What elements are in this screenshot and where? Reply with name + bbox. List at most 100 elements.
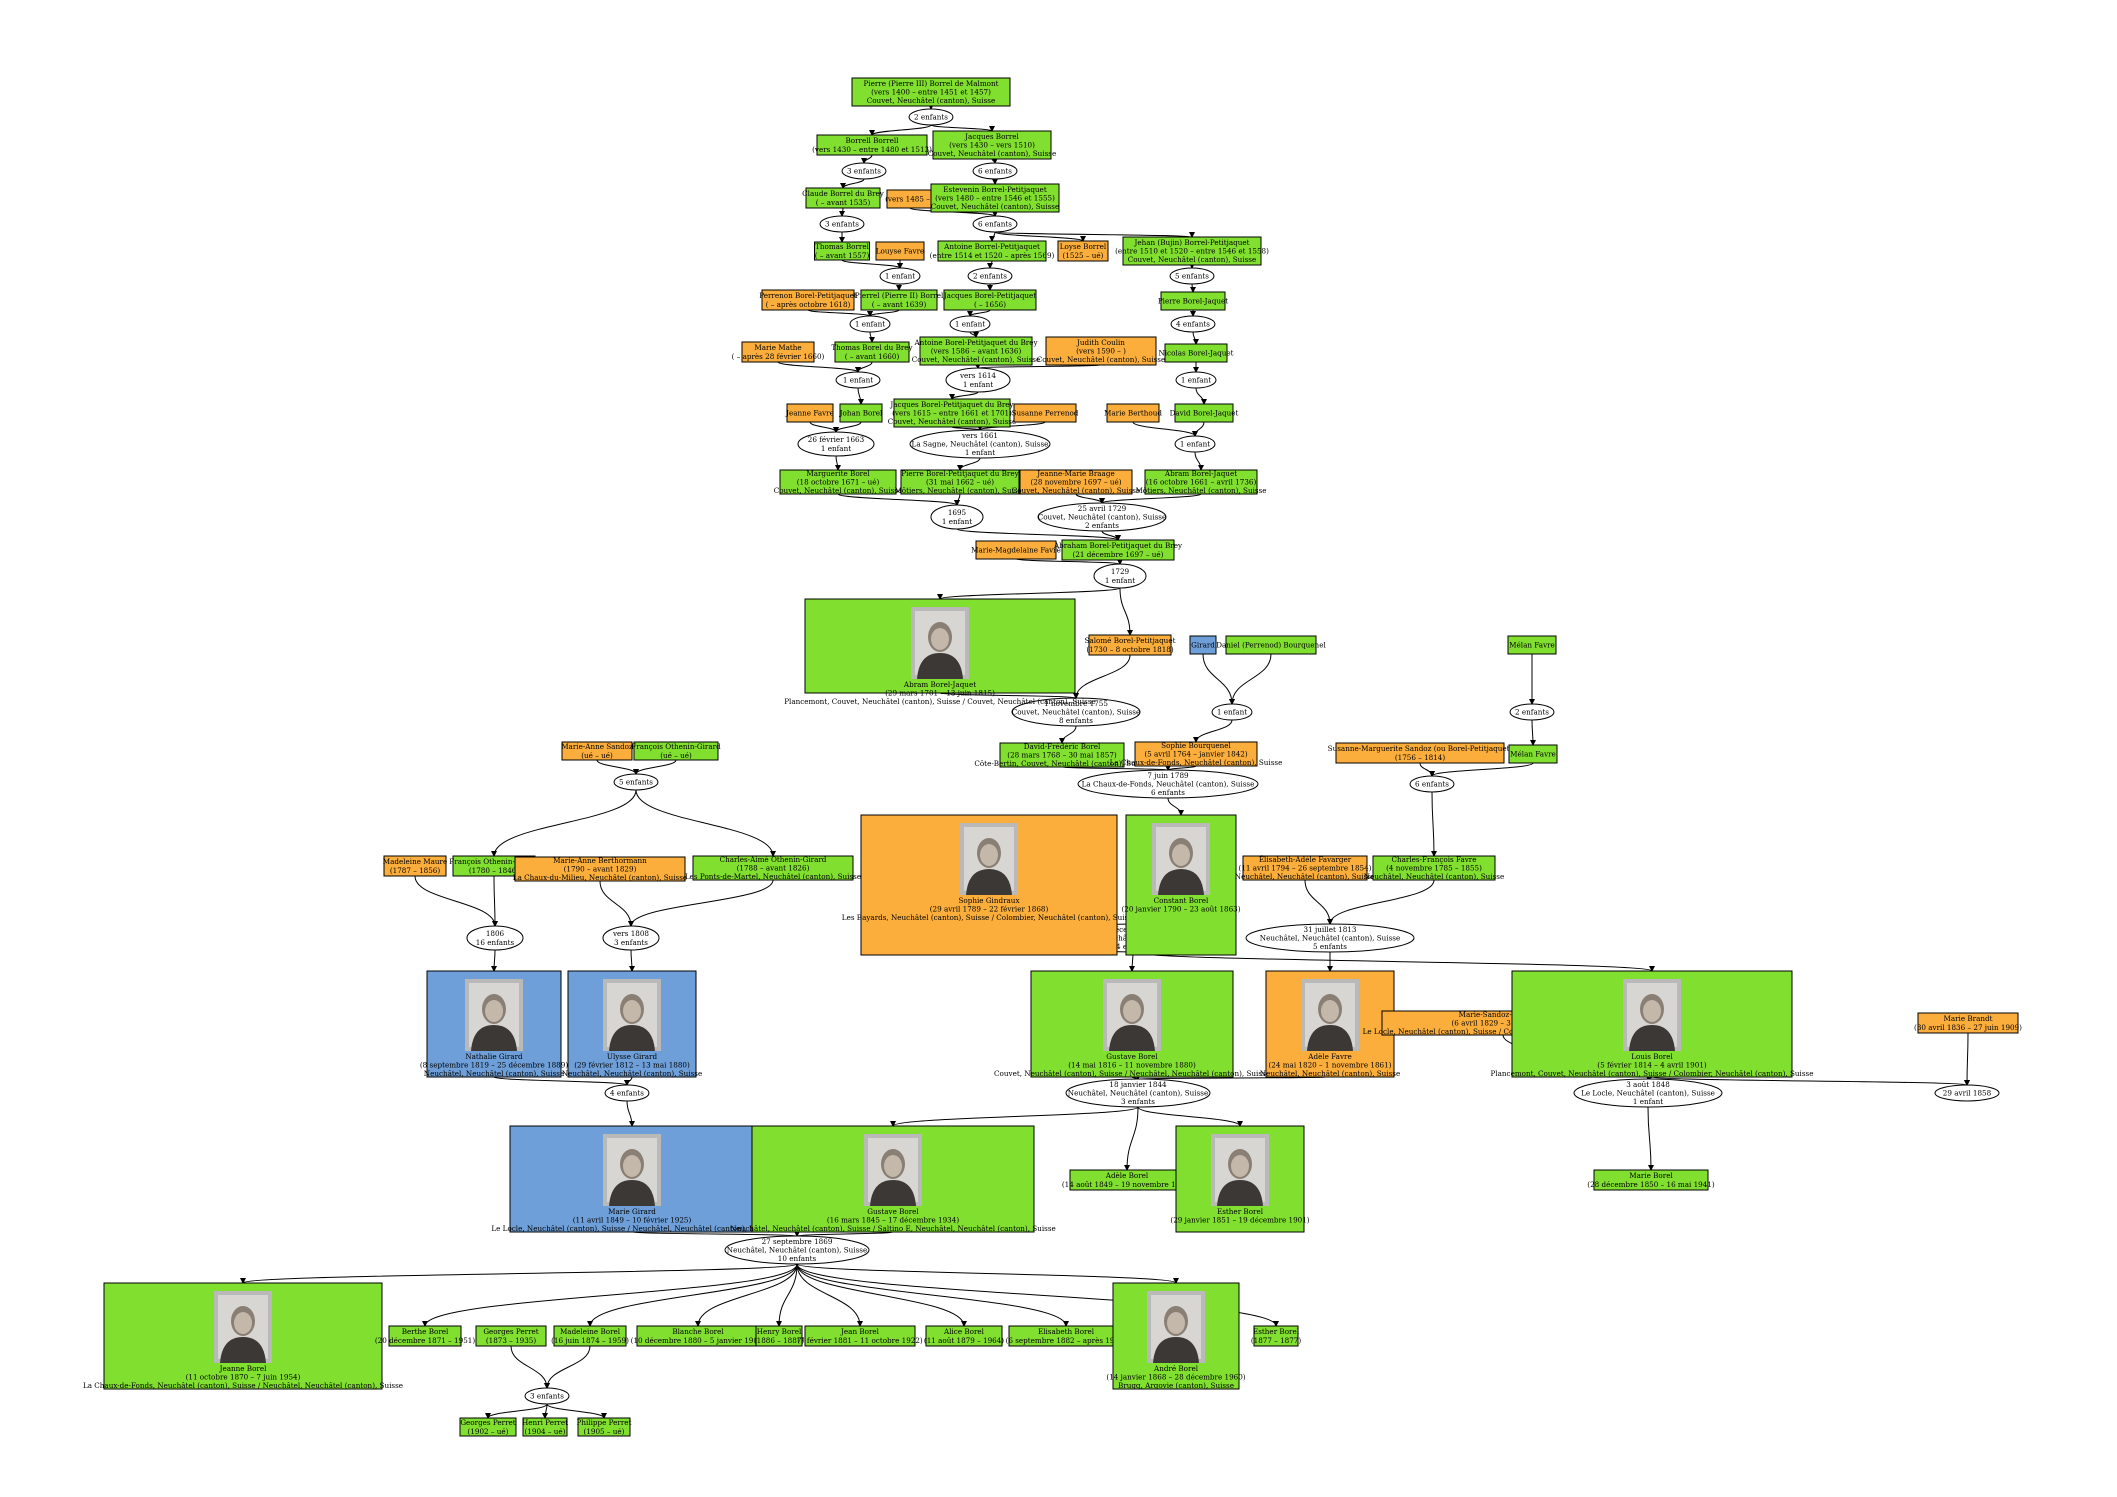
person-node[interactable]: Pierre (Pierre III) Borrel de Malmont(ve…	[851, 77, 1011, 107]
person-node[interactable]: Louis Borel(5 février 1814 – 4 avril 190…	[1491, 970, 1814, 1078]
person-node[interactable]: Jacques Borel-Petitjaquet du Brey(vers 1…	[888, 398, 1017, 428]
family-node[interactable]: 5 enfants	[613, 773, 659, 791]
person-node[interactable]: Berthe Borel(20 décembre 1871 – 1951)	[375, 1325, 476, 1347]
person-node[interactable]: David-Frédéric Borel(28 mars 1768 – 30 m…	[974, 742, 1149, 768]
person-node[interactable]: Claude Borrel du Brey( – avant 1535)	[802, 187, 885, 209]
person-node[interactable]: Jeanne-Marie Braage(28 novembre 1697 – u…	[1012, 469, 1141, 495]
person-node[interactable]: Marguerite Borel(18 octobre 1671 – ué)Co…	[774, 469, 903, 495]
family-node[interactable]: 5 enfants	[1169, 267, 1215, 285]
family-node[interactable]: 6 enfants	[972, 215, 1018, 233]
family-node[interactable]: 1 enfant	[1211, 703, 1253, 721]
person-node[interactable]: Susanne-Marguerite Sandoz (ou Borel-Peti…	[1328, 742, 1513, 764]
person-node[interactable]: Esther Borel(1877 – 1877)	[1251, 1325, 1302, 1347]
person-node[interactable]: Thomas Borel du Brey( – avant 1660)	[831, 341, 914, 363]
person-node[interactable]: Philippe Perret(1905 – ué)	[577, 1417, 632, 1437]
person-node[interactable]: Pierrel (Pierre II) Borrel( – avant 1639…	[855, 289, 944, 311]
person-node[interactable]: Jacques Borel-Petitjaquet( – 1656)	[943, 289, 1037, 311]
person-node[interactable]: Mélan Favre	[1508, 744, 1558, 764]
person-node[interactable]: Gustave Borel(16 mars 1845 – 17 décembre…	[730, 1125, 1056, 1233]
person-node[interactable]: Estevenin Borrel-Petitjaquet(vers 1480 –…	[930, 183, 1060, 213]
person-node[interactable]: Susanne Perrenod	[1012, 403, 1079, 423]
family-node[interactable]: 4 enfants	[1170, 315, 1216, 333]
person-node[interactable]: Pierre Borel-Jaquet	[1158, 291, 1228, 311]
person-node[interactable]: Perrenon Borel-Petitjaquet( – après octo…	[759, 289, 857, 311]
person-node[interactable]: Sophie Gindraux(29 avril 1789 – 22 févri…	[842, 814, 1136, 956]
person-node[interactable]: Antoine Borel-Petitjaquet du Brey(vers 1…	[912, 336, 1041, 366]
person-node[interactable]: Antoine Borrel-Petitjaquet(entre 1514 et…	[930, 240, 1055, 262]
person-node[interactable]: André Borel(14 janvier 1868 – 28 décembr…	[1106, 1282, 1246, 1390]
family-node[interactable]: 6 enfants	[972, 162, 1018, 180]
family-node[interactable]: 29 avril 1858	[1934, 1084, 2000, 1102]
person-node[interactable]: Ulysse Girard(29 février 1812 – 13 mai 1…	[562, 970, 702, 1078]
person-node[interactable]: Constant Borel(20 janvier 1790 – 23 août…	[1121, 814, 1241, 956]
person-node[interactable]: Pierre Borel-Petitjaquet du Brey(31 mai …	[894, 469, 1025, 495]
person-node[interactable]: Charles-Aimé Othenin-Girard(1788 – avant…	[685, 855, 861, 881]
family-node[interactable]: 2 enfants	[908, 108, 954, 126]
person-node[interactable]: Thomas Borrel( – avant 1557)	[814, 241, 870, 261]
person-node[interactable]: Jeanne Borel(11 octobre 1870 – 7 juin 19…	[83, 1282, 403, 1390]
family-node[interactable]: 2 enfants	[967, 267, 1013, 285]
person-node[interactable]: Marie Girard(11 avril 1849 – 10 février …	[491, 1125, 773, 1233]
family-node[interactable]: 1 enfant	[949, 315, 991, 333]
person-node[interactable]: Marie-Anne Sandoz(ué – ué)	[561, 741, 633, 761]
person-node[interactable]: Jehan (Bujin) Borrel-Petitjaquet(entre 1…	[1115, 236, 1269, 266]
person-node[interactable]: Marie-Magdelaine Favre	[971, 540, 1061, 560]
family-node[interactable]: 3 enfants	[819, 215, 865, 233]
person-node[interactable]: François Othenin-Girard(ué – ué)	[631, 741, 721, 761]
person-node[interactable]: Daniel (Perrenod) Bourquenel	[1216, 635, 1326, 655]
person-node[interactable]: Girard	[1189, 635, 1217, 655]
person-node[interactable]: Marie Brandt(30 avril 1836 – 27 juin 190…	[1914, 1012, 2022, 1034]
person-node[interactable]: Alice Borel(11 août 1879 – 1964)	[924, 1325, 1004, 1347]
person-node[interactable]: Salomé Borel-Petitjaquet(1730 – 8 octobr…	[1085, 634, 1176, 656]
person-node[interactable]: Abram Borel-Jaquet(16 octobre 1661 – avr…	[1135, 469, 1266, 495]
person-node[interactable]: Charles-François Favre(4 novembre 1785 –…	[1364, 855, 1504, 881]
family-node[interactable]: 2 enfants	[1509, 703, 1555, 721]
person-node[interactable]: Georges Perret(1873 – 1935)	[475, 1325, 547, 1347]
person-node[interactable]: Gustave Borel(14 mai 1816 – 11 novembre …	[994, 970, 1270, 1078]
person-node[interactable]: Borrell Borrell(vers 1430 – entre 1480 e…	[812, 134, 932, 156]
person-node[interactable]: Georges Perret(1902 – ué)	[459, 1417, 517, 1437]
family-node[interactable]: 1 enfant	[1174, 435, 1216, 453]
person-node[interactable]: Blanche Borel(10 décembre 1880 – 5 janvi…	[631, 1325, 766, 1347]
person-node[interactable]: Mélan Favre	[1507, 635, 1557, 655]
family-node[interactable]: 1 enfant	[835, 371, 881, 389]
person-node[interactable]: Henry Borel(1886 – 1887)	[754, 1325, 805, 1347]
person-node[interactable]: Élisabeth-Adèle Favarger(11 avril 1794 –…	[1235, 855, 1375, 881]
person-node[interactable]: Madeleine Borel(16 juin 1874 – 1959)	[551, 1325, 629, 1347]
family-node[interactable]: 3 enfants	[841, 162, 887, 180]
person-node[interactable]: Madeleine Maure(1787 – 1856)	[383, 855, 447, 877]
person-node[interactable]: Jacques Borrel(vers 1430 – vers 1510)Cou…	[928, 130, 1057, 160]
family-node[interactable]: 1 enfant	[849, 315, 891, 333]
person-node[interactable]: Jean Borel(7 février 1881 – 11 octobre 1…	[797, 1325, 923, 1347]
person-node[interactable]: Louyse Favre	[875, 241, 925, 261]
family-node[interactable]: 6 enfants	[1409, 775, 1455, 793]
family-node[interactable]: 4 enfants	[604, 1084, 650, 1102]
person-node[interactable]: Marie Mathe( – après 28 février 1660)	[732, 341, 825, 363]
person-node[interactable]: Henri Perret(1904 – ué)	[522, 1417, 568, 1437]
person-node[interactable]: Adèle Borel(14 août 1849 – 19 novembre 1…	[1062, 1169, 1192, 1191]
person-node[interactable]: Johan Borel	[839, 403, 883, 423]
person-node[interactable]: Abraham Borel-Petitjaquet du Brey(21 déc…	[1053, 539, 1183, 561]
person-node[interactable]: Elisabeth Borel(6 septembre 1882 – après…	[1006, 1325, 1127, 1347]
person-node[interactable]: Jeanne Favre	[785, 403, 834, 423]
person-node[interactable]: David Borel-Jaquet	[1170, 403, 1239, 423]
family-node[interactable]: 1 enfant	[879, 267, 921, 285]
family-node[interactable]: 3 enfants	[524, 1387, 570, 1405]
person-node[interactable]: Esther Borel(29 janvier 1851 – 19 décemb…	[1170, 1125, 1310, 1233]
person-node[interactable]: Loyse Borrel(1525 – ué)	[1057, 240, 1109, 262]
family-node[interactable]: 1 enfant	[1175, 371, 1217, 389]
person-node[interactable]: Marie Borel(28 décembre 1850 – 16 mai 19…	[1587, 1169, 1715, 1191]
